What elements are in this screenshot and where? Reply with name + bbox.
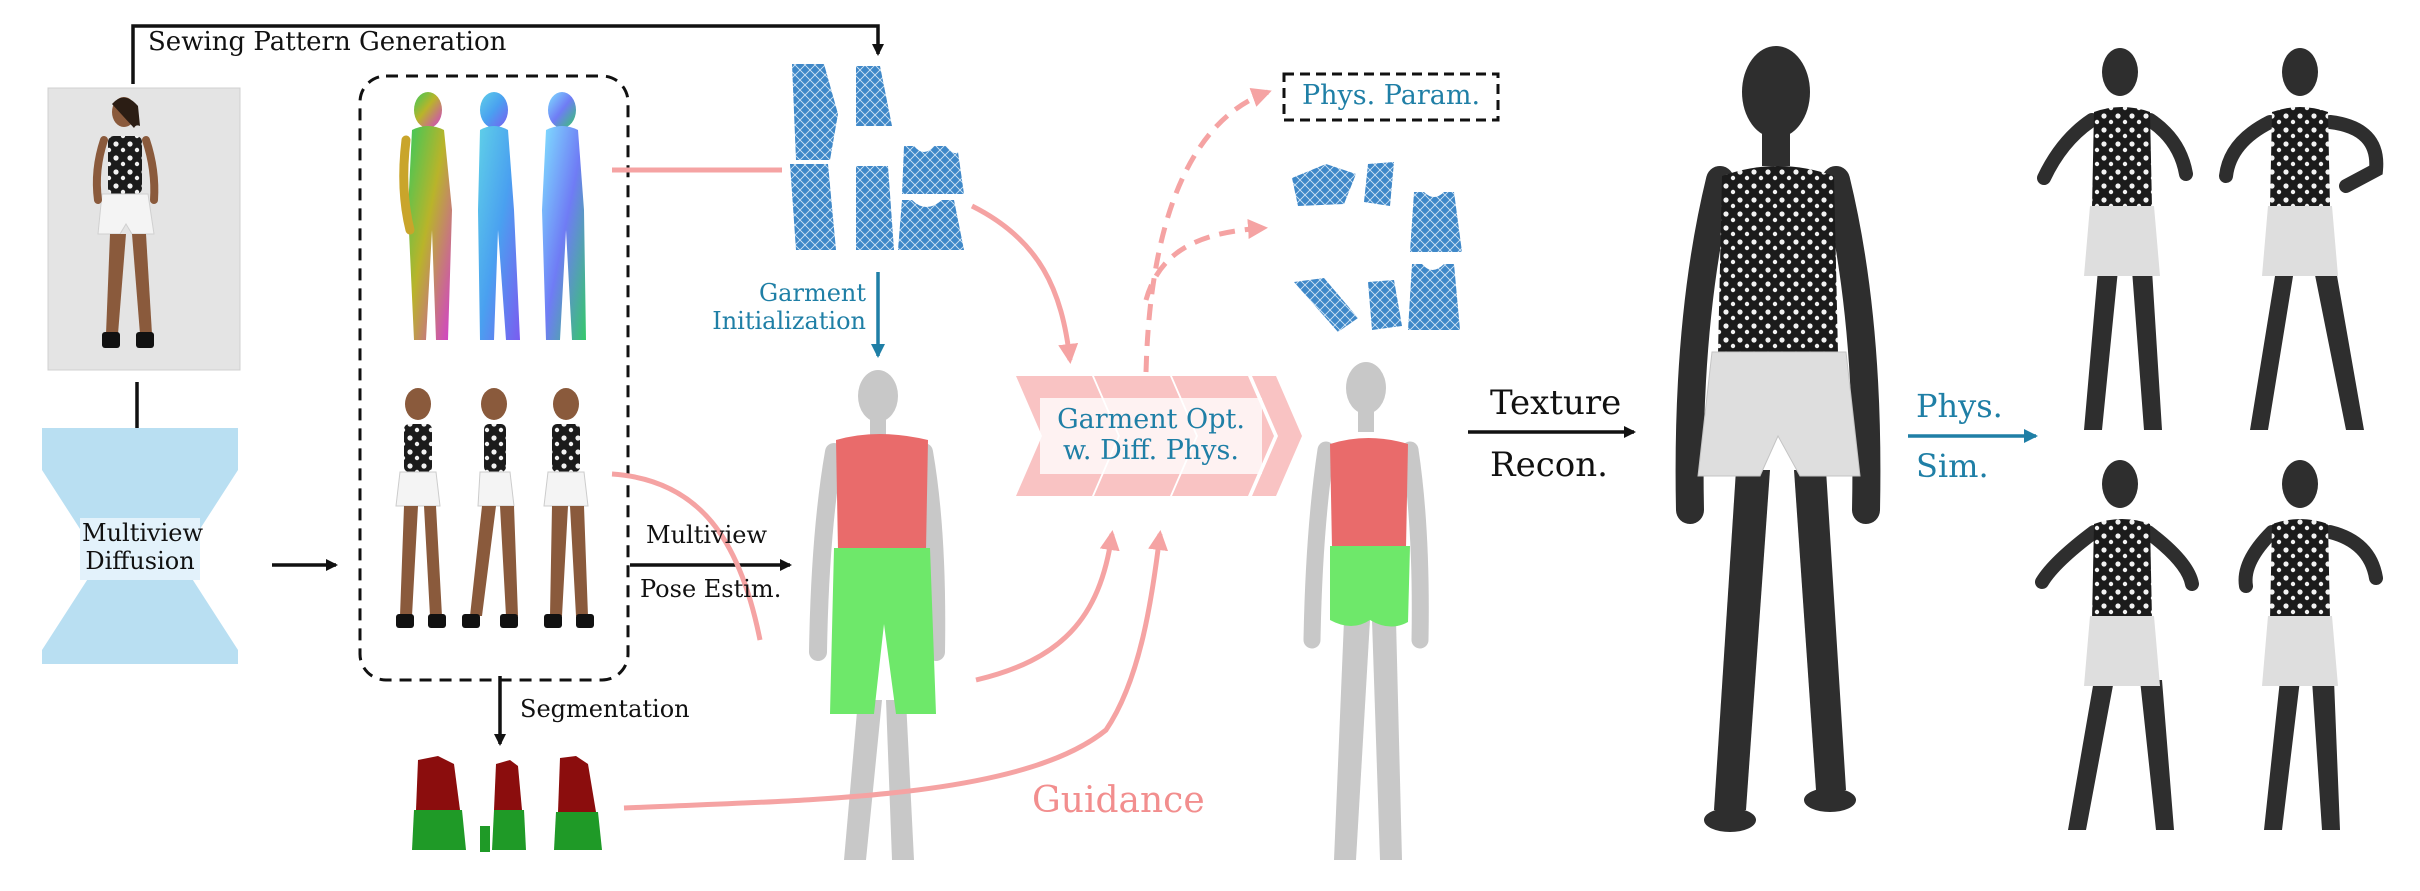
- pose-estim-label: Pose Estim.: [640, 575, 782, 603]
- phys-param-box: [1282, 72, 1500, 122]
- garment-initialization-line2: Initialization: [712, 306, 866, 335]
- guidance-label: Guidance: [1032, 780, 1205, 821]
- garment-opt-label: Garment Opt. w. Diff. Phys.: [1040, 404, 1262, 466]
- simulated-poses: [2035, 48, 2384, 830]
- garment-initialization-label: Garment Initialization: [702, 279, 866, 335]
- multiview-label: Multiview: [646, 521, 768, 549]
- sewing-pattern-pieces: [790, 64, 964, 250]
- sewing-pattern-generation-arrow: [131, 24, 884, 84]
- recon-label: Recon.: [1490, 445, 1608, 485]
- optimized-garment-mannequin: [1303, 362, 1429, 860]
- garment-opt-line2: w. Diff. Phys.: [1063, 435, 1239, 467]
- initial-garment-mannequin: [809, 370, 946, 860]
- input-photo: [47, 87, 241, 371]
- phys-label: Phys.: [1916, 387, 2003, 425]
- textured-mannequin: [1675, 46, 1881, 832]
- multiview-diffusion-block: [42, 428, 238, 664]
- phys-param-label: Phys. Param.: [1301, 80, 1481, 111]
- multiview-dashed-box: [358, 74, 630, 682]
- normal-map-views: [399, 92, 586, 340]
- multiview-diffusion-label: Multiview Diffusion: [82, 519, 204, 575]
- phys-param-dashed-arrows: [1143, 88, 1272, 373]
- segmentation-masks: [412, 756, 602, 852]
- garment-initialization-line1: Garment: [758, 279, 866, 307]
- multiview-diffusion-line1: Multiview: [82, 519, 204, 547]
- multiview-diffusion-line2: Diffusion: [85, 546, 195, 575]
- sewing-pattern-generation-label: Sewing Pattern Generation: [148, 27, 507, 57]
- optimized-pattern-pieces: [1292, 162, 1462, 332]
- segmentation-label: Segmentation: [520, 695, 690, 723]
- guidance-curves: [611, 167, 1169, 811]
- texture-label: Texture: [1490, 383, 1622, 423]
- garment-opt-line1: Garment Opt.: [1057, 404, 1245, 435]
- sim-label: Sim.: [1916, 447, 1989, 485]
- rgb-views: [395, 388, 594, 628]
- garment-optimization-chevrons: [1016, 376, 1302, 496]
